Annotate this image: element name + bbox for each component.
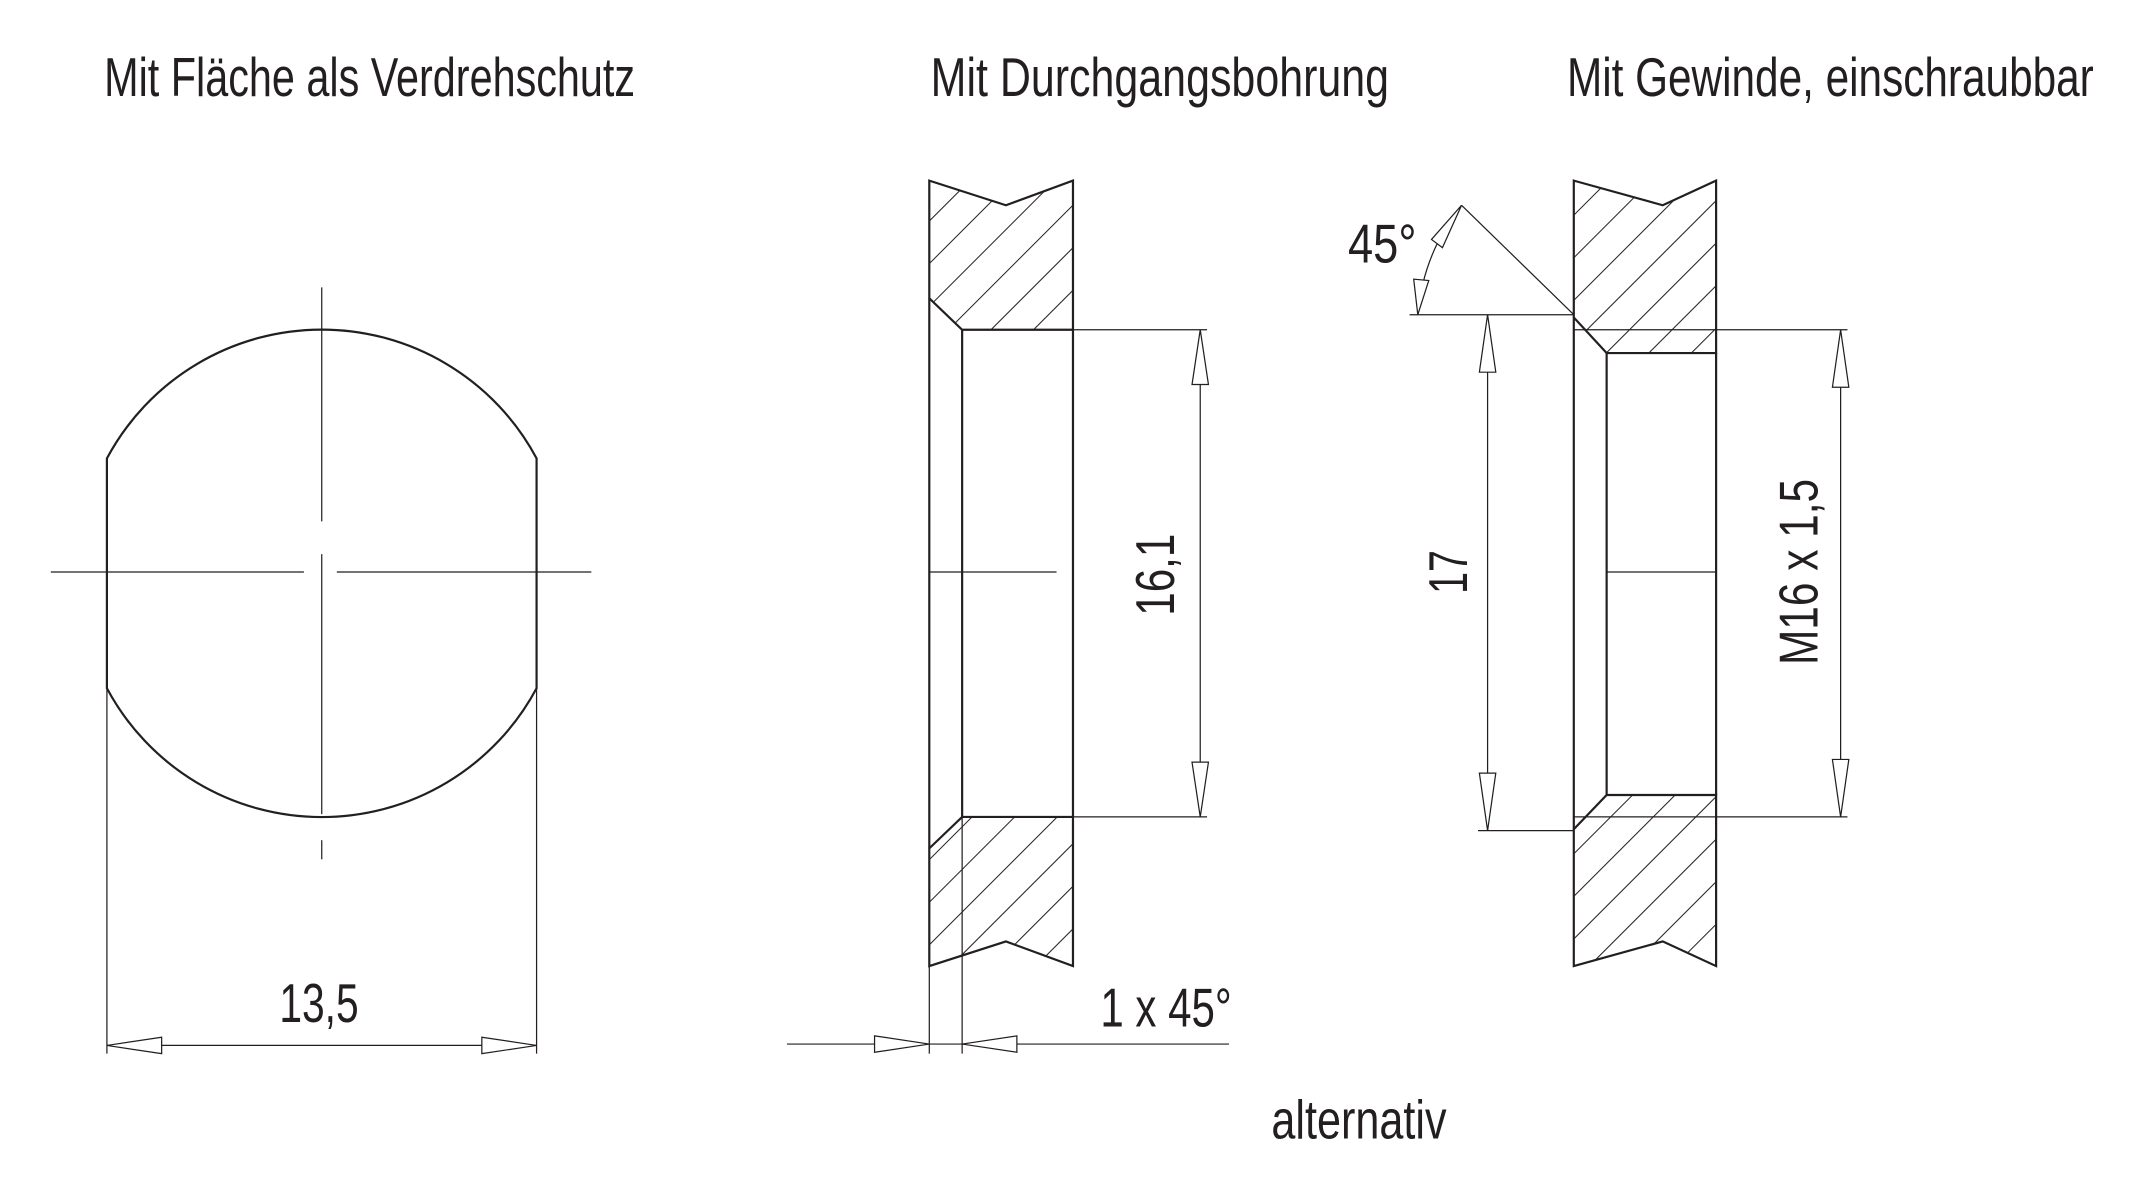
dimension-thread: M16 x 1,5 bbox=[1573, 329, 1850, 818]
dim-chamfer: 1 x 45° bbox=[1100, 976, 1231, 1038]
center-lines bbox=[50, 287, 592, 860]
through-hole-view: 16,1 1 x 45° bbox=[786, 179, 1232, 1054]
note-alternativ: alternativ bbox=[1271, 1088, 1447, 1150]
dim-flat-width: 13,5 bbox=[279, 972, 358, 1034]
dimension-13-5: 13,5 bbox=[106, 688, 538, 1055]
dimension-angle: 45° bbox=[1348, 204, 1575, 316]
title-thread: Mit Gewinde, einschraubbar bbox=[1567, 46, 2094, 108]
dim-angle: 45° bbox=[1348, 213, 1416, 275]
dim-hole-diameter: 16,1 bbox=[1124, 534, 1186, 616]
title-flat: Mit Fläche als Verdrehschutz bbox=[104, 46, 635, 108]
flat-view: 13,5 bbox=[50, 287, 592, 1055]
dimension-17: 17 bbox=[1409, 314, 1574, 832]
dim-thread: M16 x 1,5 bbox=[1767, 479, 1829, 665]
title-through-hole: Mit Durchgangsbohrung bbox=[931, 46, 1389, 108]
thread-view: M16 x 1,5 17 45° bbox=[1348, 178, 1850, 968]
dim-counterbore: 17 bbox=[1417, 550, 1479, 594]
dimension-16-1: 16,1 bbox=[1072, 329, 1210, 818]
dimension-chamfer: 1 x 45° bbox=[786, 816, 1232, 1054]
